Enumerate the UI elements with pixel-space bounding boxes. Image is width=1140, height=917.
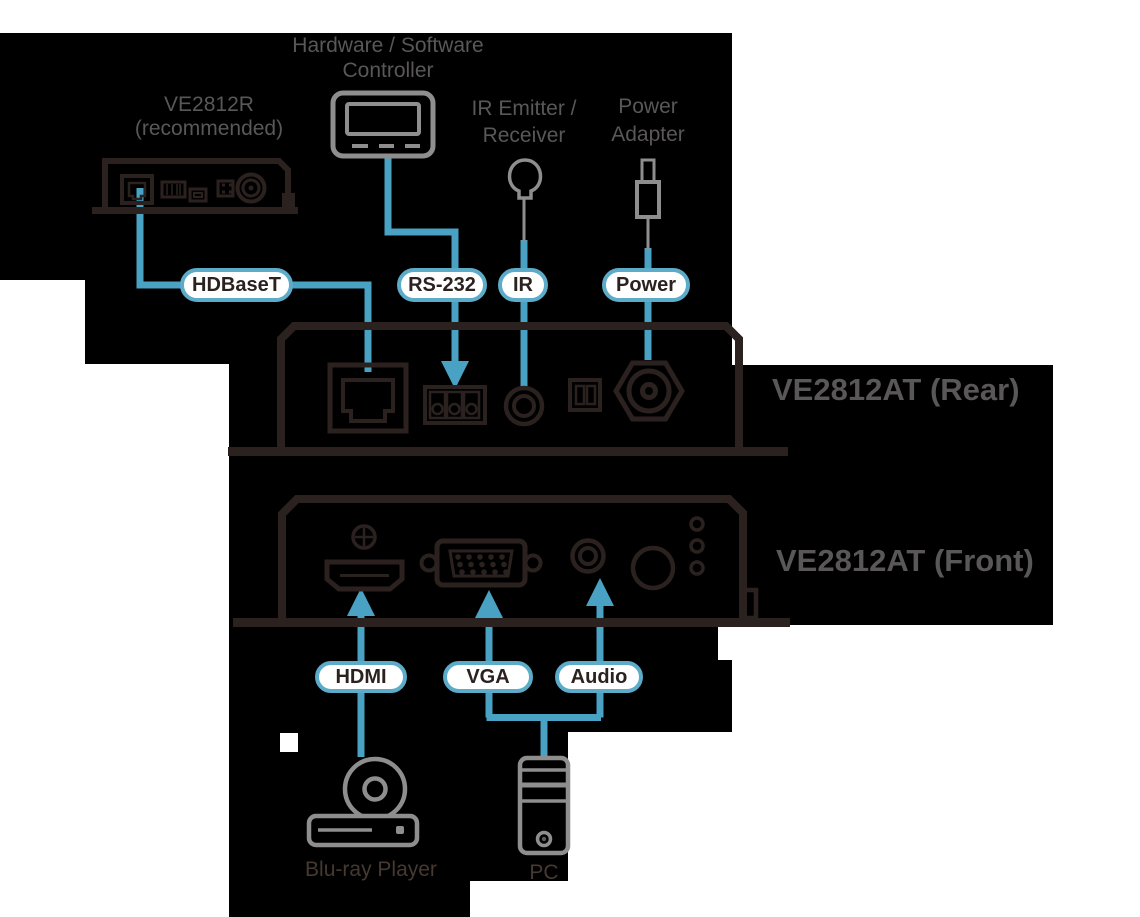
rs232-arrow <box>441 361 469 389</box>
rear-panel-label: VE2812AT (Rear) <box>772 372 1020 407</box>
pc-label: PC <box>529 861 559 884</box>
rs232-cell2 <box>445 390 464 420</box>
ir-receiver-icon <box>507 158 543 200</box>
cable-arrows <box>347 361 614 618</box>
rear-dip-switch <box>568 378 602 412</box>
rj45-port-icon <box>120 174 154 205</box>
hdmi-port-icon <box>324 559 405 592</box>
rs232-cell1 <box>428 390 447 420</box>
controller-screen <box>345 102 421 136</box>
vga-screw-right <box>523 553 543 573</box>
led-top <box>689 516 705 532</box>
pill-hdbaset: HDBaseT <box>180 268 293 302</box>
vga-inner <box>448 549 514 578</box>
white-patch-right-lower <box>732 660 1140 732</box>
white-patch-right-mid <box>718 625 1053 660</box>
pill-hdmi: HDMI <box>315 661 407 693</box>
ve2812r-bracket <box>282 193 295 209</box>
bluray-disc-hole <box>362 776 388 802</box>
rear-dip-a <box>574 384 586 406</box>
rs232-terminal <box>423 385 487 425</box>
ve2812r-outline <box>102 158 291 207</box>
ir-port-icon <box>503 385 545 427</box>
ir-port-inner <box>512 394 536 418</box>
pc-tower-icon <box>517 755 571 856</box>
rs232-screw1 <box>431 402 444 416</box>
rj45-inner <box>127 181 147 201</box>
pc-power-dot <box>541 836 547 842</box>
led-mid <box>689 538 705 554</box>
white-patch-left-small <box>0 280 85 364</box>
rs232-cable <box>384 158 459 362</box>
bluray-button <box>396 826 404 834</box>
hdbaset-port-inner <box>341 378 395 423</box>
audio-jack-icon <box>570 538 606 574</box>
pill-ir: IR <box>498 268 548 302</box>
pill-rs232: RS-232 <box>397 268 487 302</box>
gray-devices <box>306 90 661 856</box>
controller-label-line2: Controller <box>342 59 434 82</box>
white-patch-top-right <box>732 0 1140 365</box>
dip-switch-icon <box>216 179 235 198</box>
vga-arrow <box>475 590 503 618</box>
white-patch-right-upper <box>1053 365 1140 660</box>
ve2812r-label-line1: VE2812R <box>164 93 254 116</box>
front-panel-outline <box>278 495 747 618</box>
terminal-pins <box>166 184 181 195</box>
rs232-cell3 <box>462 390 481 420</box>
ir-emitter-label-line2: Receiver <box>482 124 566 147</box>
power-jack-icon <box>613 360 685 422</box>
white-patch-bluray-sliver <box>280 733 298 752</box>
ground-screw <box>351 524 377 550</box>
power-plug-icon <box>635 180 661 219</box>
pc-power-button <box>535 830 553 848</box>
power-jack-pin <box>640 382 658 400</box>
ve2812r-label-line2: (recommended) <box>134 117 284 140</box>
mini-port-inner <box>193 192 203 198</box>
controller-tablet-icon <box>330 90 436 159</box>
mini-port <box>188 187 208 203</box>
white-patch-below-pc <box>470 881 568 917</box>
hdbaset-port <box>327 362 409 434</box>
rear-panel <box>228 322 788 456</box>
audio-arrow <box>586 578 614 606</box>
power-jack-ring <box>626 368 672 414</box>
bluray-disc <box>342 756 408 822</box>
mode-button <box>630 545 676 591</box>
pill-vga: VGA <box>443 661 533 693</box>
white-patch-bottom-right <box>568 732 1140 917</box>
power-plug-tip <box>640 158 656 184</box>
rear-dip-b <box>585 384 597 406</box>
controller-label-line1: Hardware / Software <box>292 34 484 57</box>
bnc-mid <box>241 178 261 198</box>
led-bottom <box>689 560 705 576</box>
ground-screw-cross <box>355 528 373 546</box>
ve2812r-device <box>92 158 298 214</box>
ir-emitter-label-line1: IR Emitter / <box>471 97 577 120</box>
power-adapter-label-line1: Power <box>618 95 678 118</box>
terminal-block-icon <box>160 180 187 199</box>
front-panel <box>233 495 790 627</box>
bluray-label: Blu-ray Player <box>305 858 437 881</box>
rear-panel-outline <box>277 322 743 447</box>
dip-dots <box>222 183 232 194</box>
front-bracket <box>740 587 759 621</box>
controller-buttons <box>352 144 420 148</box>
front-panel-label: VE2812AT (Front) <box>776 543 1034 578</box>
bnc-outer <box>235 172 267 204</box>
hdmi-arrow <box>347 588 375 616</box>
audio-jack-inner <box>578 546 598 566</box>
vga-pins <box>455 554 509 575</box>
rs232-screw2 <box>448 402 461 416</box>
bnc-dot <box>248 185 254 191</box>
rs232-screw3 <box>465 402 478 416</box>
vga-screw-left <box>419 553 439 573</box>
power-adapter-label-line2: Adapter <box>611 123 685 146</box>
white-patch-left-column <box>0 364 229 917</box>
pill-power: Power <box>602 268 690 302</box>
pill-audio: Audio <box>555 661 643 693</box>
